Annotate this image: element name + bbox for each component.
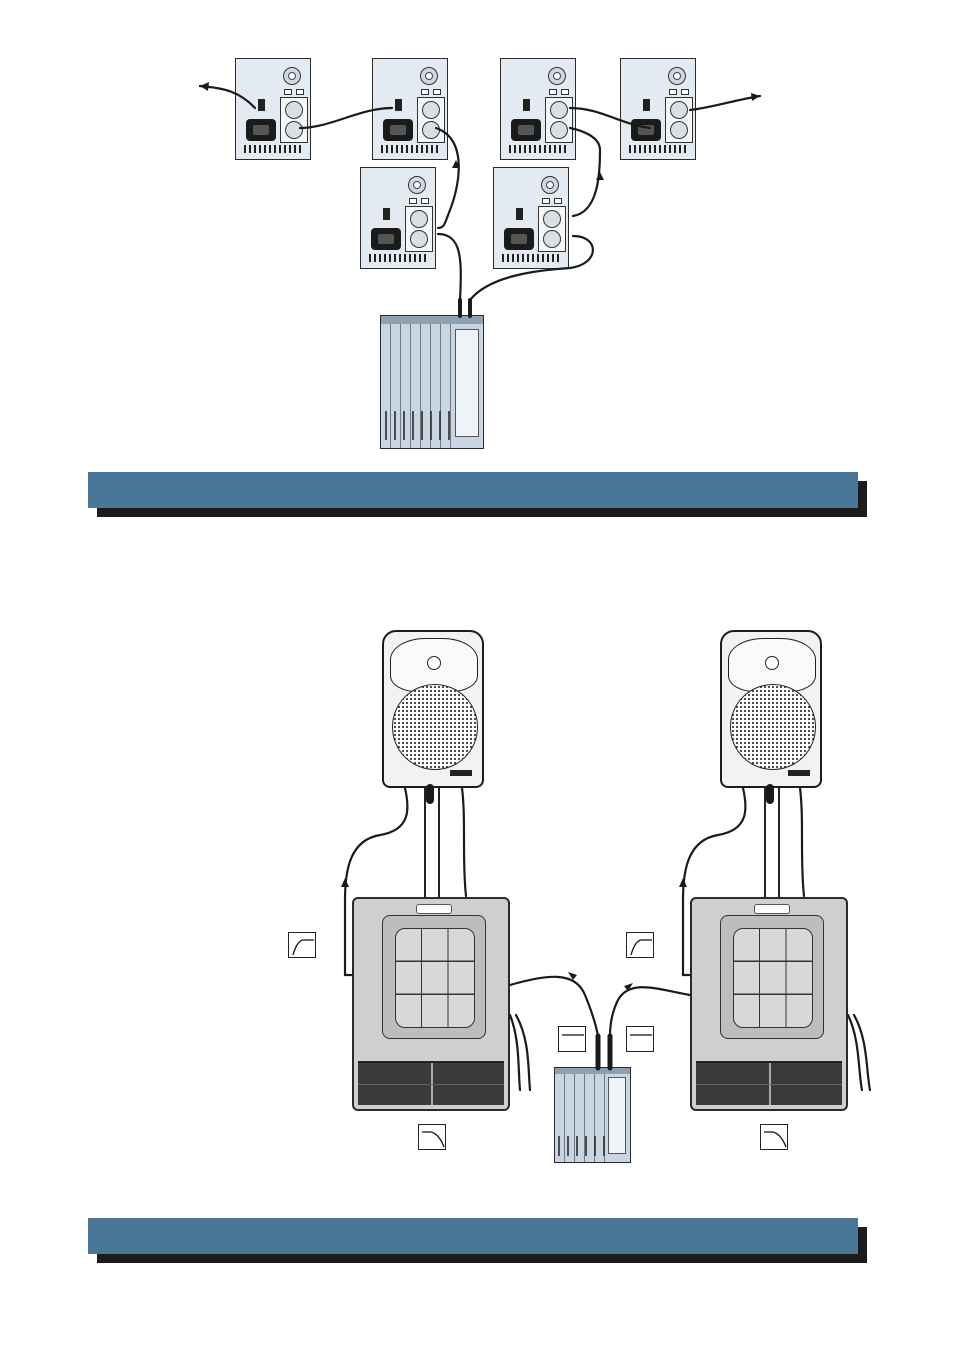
arrow-icon — [679, 878, 687, 887]
arrow-icon — [341, 878, 349, 887]
cable-chain-2 — [436, 128, 459, 228]
cable-speaker-right-to-sub — [683, 788, 745, 975]
cable-right-power — [800, 788, 804, 896]
cable-chain-3 — [438, 234, 461, 300]
cable-mixer-to-left-sub — [510, 977, 598, 1036]
sub-left-power — [510, 1015, 520, 1090]
arrow-icon — [596, 172, 604, 180]
section-banner-bottom — [88, 1218, 858, 1254]
cable-output-right — [690, 96, 760, 110]
sub-right-power-2 — [854, 1015, 870, 1090]
cable-mixer-to-right-sub — [610, 987, 690, 1036]
cable-chain-1 — [300, 108, 392, 128]
cable-left-power — [462, 788, 466, 896]
cable-chain-4 — [470, 236, 593, 300]
cable-chain-5 — [570, 128, 600, 216]
cable-speaker-left-to-sub — [345, 788, 407, 975]
arrow-icon — [200, 82, 209, 91]
cable-chain-6 — [570, 108, 650, 128]
cable-input-left — [200, 86, 255, 108]
